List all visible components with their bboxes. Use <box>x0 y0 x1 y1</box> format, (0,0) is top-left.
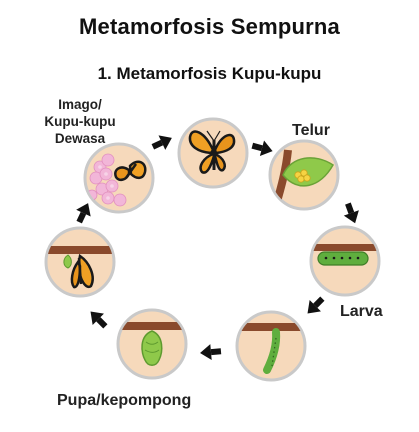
diagram-title: Metamorfosis Sempurna <box>79 14 340 39</box>
label-telur: Telur <box>292 122 330 139</box>
arrow-icon <box>90 311 108 329</box>
label-imago: Imago/ Kupu-kupu Dewasa <box>40 96 120 147</box>
arrow-icon <box>151 135 172 150</box>
diagram-subtitle: 1. Metamorfosis Kupu-kupu <box>97 64 322 83</box>
label-imago-line2: Kupu-kupu <box>44 114 116 129</box>
label-larva: Larva <box>340 303 383 320</box>
chrysalis-icon <box>119 322 185 366</box>
stage-larva-hanging <box>235 310 307 382</box>
stage-emerging <box>44 226 116 298</box>
cycle-arrows <box>76 135 359 361</box>
label-imago-line3: Dewasa <box>54 131 106 146</box>
arrow-icon <box>76 203 91 224</box>
hanging-caterpillar-icon <box>238 323 304 374</box>
stage-larva-small <box>309 225 381 297</box>
butterfly-icon <box>188 130 236 174</box>
emerging-butterfly-icon <box>47 246 113 289</box>
stage-butterfly-top <box>177 117 249 189</box>
stage-pupa <box>116 308 188 380</box>
arrow-icon <box>307 296 325 314</box>
label-pupa: Pupa/kepompong <box>57 392 192 409</box>
arrow-icon <box>200 344 222 361</box>
label-imago-line1: Imago/ <box>58 97 102 112</box>
butterfly-on-flowers-icon <box>86 153 147 207</box>
arrow-icon <box>251 140 273 156</box>
caterpillar-icon <box>312 244 378 266</box>
stage-egg <box>268 139 340 211</box>
stage-imago <box>83 142 155 214</box>
arrow-icon <box>343 202 359 224</box>
